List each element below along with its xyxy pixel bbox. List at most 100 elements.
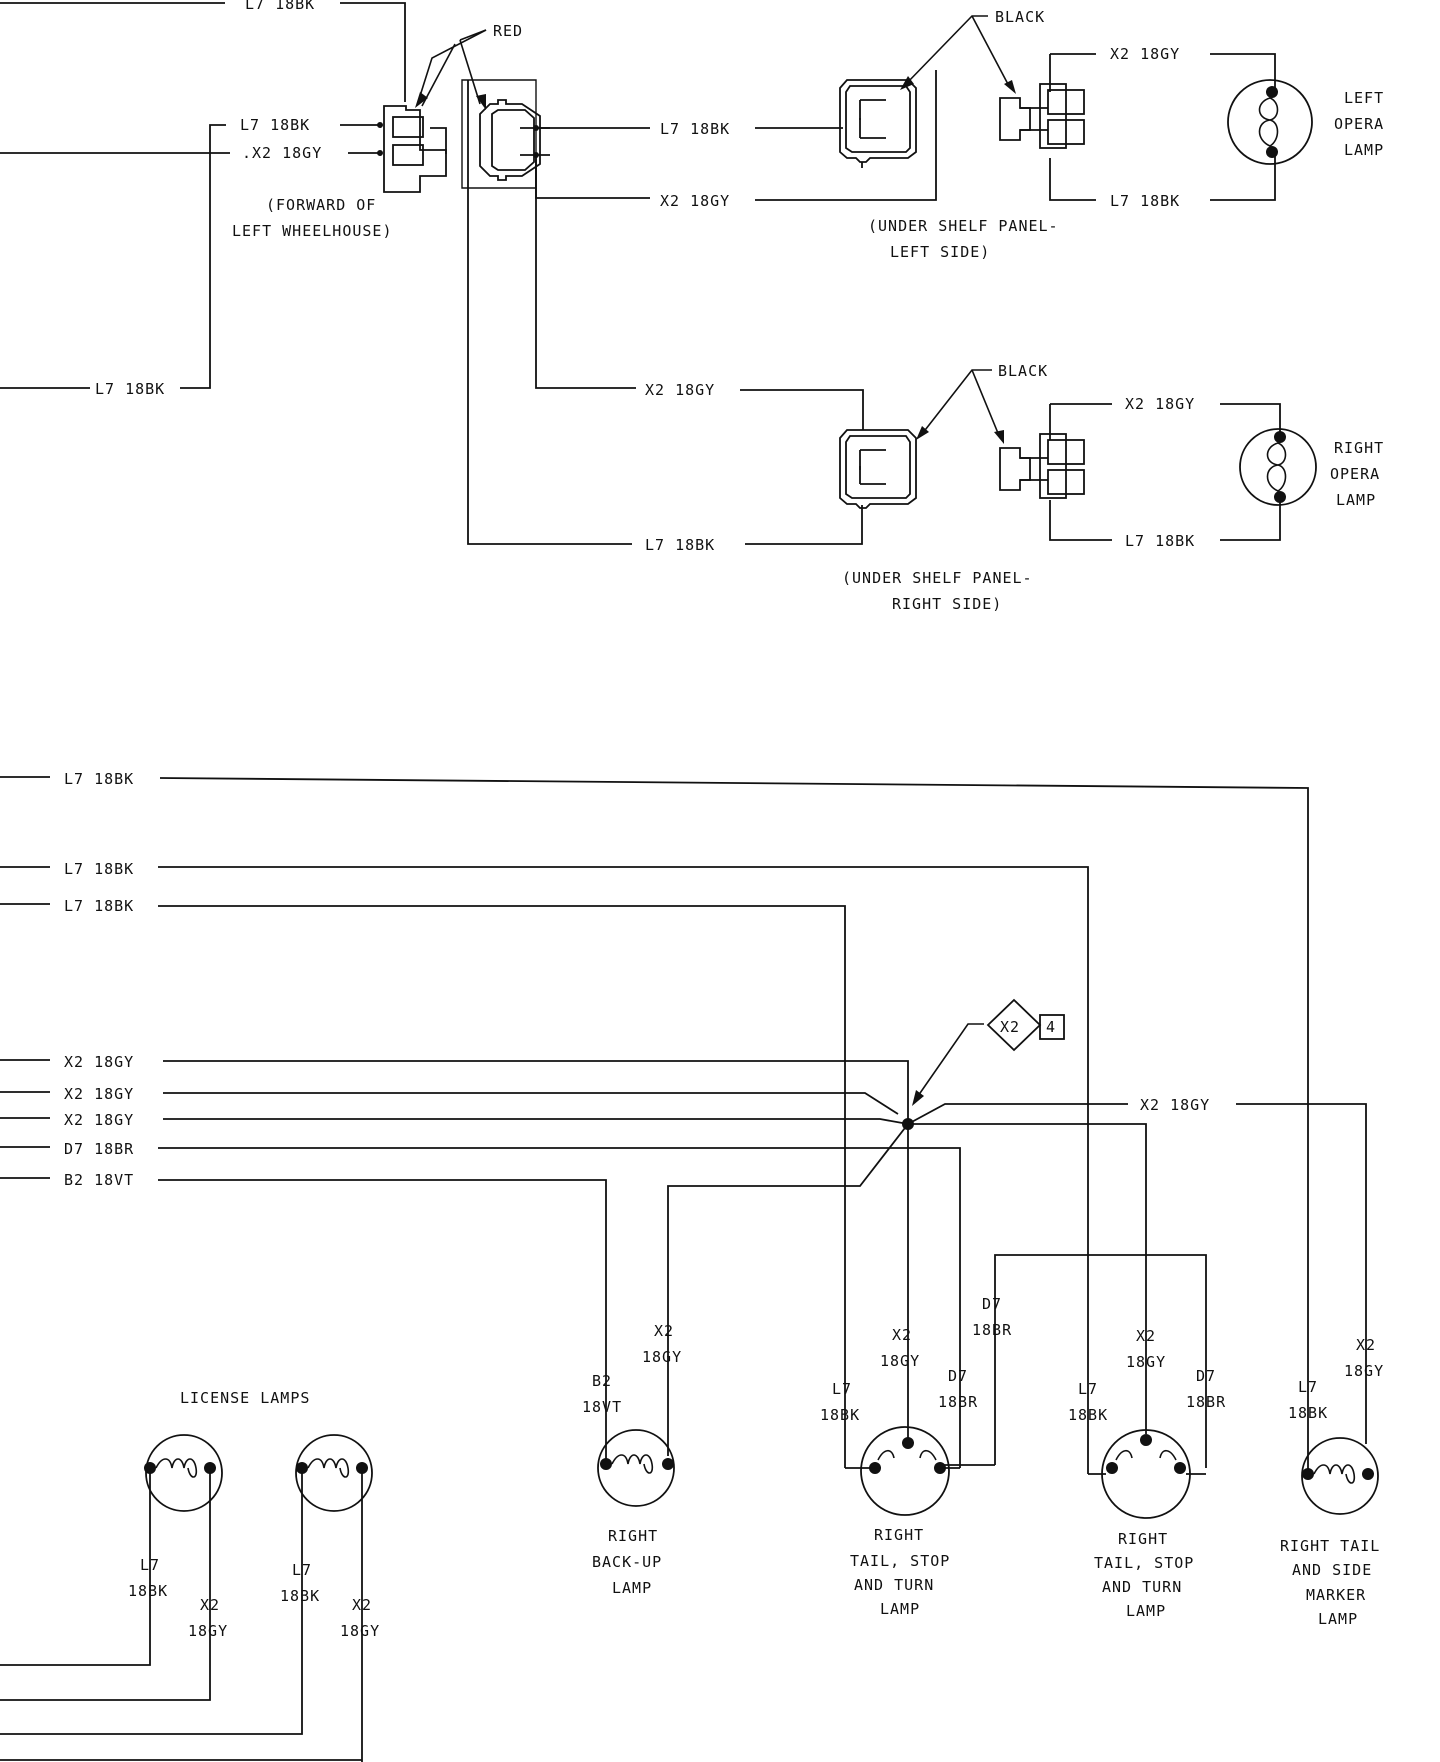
wire-red-l7-lower-cont	[745, 505, 863, 545]
label-red: RED	[493, 22, 523, 40]
right-tail-stop-turn-lamp-2: L7 18BK X2 18GY D7 18BR RIGHT TAIL, STOP…	[1068, 1327, 1226, 1620]
label-bus-l7-1: L7 18BK	[64, 770, 134, 788]
caption-right-lamp-2: OPERA	[1330, 465, 1380, 483]
label-bus-l7-2: L7 18BK	[64, 860, 134, 878]
wire-label: L7 18BK	[245, 0, 315, 13]
m-x2-a: X2	[1356, 1336, 1376, 1354]
bus-b2	[158, 1179, 607, 1460]
lic1-x2-b: 18GY	[188, 1622, 228, 1640]
bus-l7-1	[159, 777, 1309, 1474]
m-l7-b: 18BK	[1288, 1404, 1328, 1422]
label-red-l7-lower: L7 18BK	[645, 536, 715, 554]
caption-left-lamp-2: OPERA	[1334, 115, 1384, 133]
t2-x2-b: 18GY	[1126, 1353, 1166, 1371]
t2-l7-a: L7	[1078, 1380, 1098, 1398]
label-splice-out-x2: X2 18GY	[1140, 1096, 1210, 1114]
label-bus-b2: B2 18VT	[64, 1171, 134, 1189]
right-opera-lamp: RIGHT OPERA LAMP	[1239, 428, 1384, 509]
wire-d7-top	[994, 1254, 1207, 1468]
t2-d7-a: D7	[1196, 1367, 1216, 1385]
bus-x2-1	[163, 1060, 909, 1124]
label-bus-x2-2: X2 18GY	[64, 1085, 134, 1103]
bus-x2-3	[163, 1118, 909, 1125]
splice-x2: X2 4 X2 18GY	[667, 998, 1367, 1456]
lic1-x2-a: X2	[200, 1596, 220, 1614]
black-callout-2: BLACK	[916, 362, 1048, 444]
t1-d7-a: D7	[948, 1367, 968, 1385]
wire-left-l7-lamp	[1210, 152, 1276, 201]
label-lwh-x2: .X2 18GY	[242, 144, 322, 162]
label-right-x2: X2 18GY	[1125, 395, 1195, 413]
label-red-l7: L7 18BK	[660, 120, 730, 138]
label-black-2: BLACK	[998, 362, 1048, 380]
caption-left-lamp-3: LAMP	[1344, 141, 1384, 159]
red-callout: RED	[415, 22, 523, 110]
t1-cap-2: TAIL, STOP	[850, 1552, 950, 1570]
wire-left-x2-lamp	[1210, 53, 1276, 92]
t1-cap-1: RIGHT	[874, 1526, 924, 1544]
m-cap-3: MARKER	[1306, 1586, 1366, 1604]
wire-red-x2-cont	[755, 70, 937, 201]
t1-x2-b: 18GY	[880, 1352, 920, 1370]
m-cap-4: LAMP	[1318, 1610, 1358, 1628]
t1-l7-a: L7	[832, 1380, 852, 1398]
label-red-x2-lower: X2 18GY	[645, 381, 715, 399]
label-black-1: BLACK	[995, 8, 1045, 26]
caption-left-shelf-1: (UNDER SHELF PANEL-	[868, 217, 1059, 235]
t1-l7-b: 18BK	[820, 1406, 860, 1424]
m-cap-1: RIGHT TAIL	[1280, 1537, 1380, 1555]
t2-l7-b: 18BK	[1068, 1406, 1108, 1424]
bus-x2-2	[163, 1092, 899, 1115]
wire-red-x2-lower	[535, 155, 636, 389]
wire-top-l7: L7 18BK	[0, 0, 406, 102]
label-bus-x2-3: X2 18GY	[64, 1111, 134, 1129]
wire-right-x2-lamp	[1220, 403, 1281, 434]
label-d7-top-b: 18BR	[972, 1321, 1012, 1339]
wire-lwh-l7-run	[180, 124, 226, 389]
splice-number: 4	[1046, 1018, 1056, 1036]
bus-l7-3	[158, 905, 846, 1468]
lic2-l7-a: L7	[292, 1561, 312, 1579]
bus-d7	[158, 1147, 961, 1468]
label-bus-d7: D7 18BR	[64, 1140, 134, 1158]
caption-right-shelf-2: RIGHT SIDE)	[892, 595, 1002, 613]
connector-left-shelf-male	[839, 79, 917, 168]
t2-cap-2: TAIL, STOP	[1094, 1554, 1194, 1572]
caption-right-shelf-1: (UNDER SHELF PANEL-	[842, 569, 1033, 587]
license-lamps-title: LICENSE LAMPS	[180, 1389, 310, 1407]
splice-code: X2	[1000, 1018, 1020, 1036]
t1-cap-4: LAMP	[880, 1600, 920, 1618]
caption-right-lamp-1: RIGHT	[1334, 439, 1384, 457]
bu-cap-3: LAMP	[612, 1579, 652, 1597]
left-opera-lamp: LEFT OPERA LAMP	[1227, 79, 1384, 165]
label-left-l7: L7 18BK	[1110, 192, 1180, 210]
wire-red-l7-lower	[467, 80, 632, 545]
wire-left-l7	[1049, 158, 1096, 201]
m-cap-2: AND SIDE	[1292, 1561, 1372, 1579]
bu-cap-1: RIGHT	[608, 1527, 658, 1545]
lic2-l7-b: 18BK	[280, 1587, 320, 1605]
t2-d7-b: 18BR	[1186, 1393, 1226, 1411]
bu-x2-b: 18GY	[642, 1348, 682, 1366]
wire-right-l7	[1049, 500, 1112, 541]
bu-x2-a: X2	[654, 1322, 674, 1340]
wire-red-x2-out	[535, 160, 650, 199]
label-bus-x2-1: X2 18GY	[64, 1053, 134, 1071]
label-mid-l7-left: L7 18BK	[95, 380, 165, 398]
t2-cap-1: RIGHT	[1118, 1530, 1168, 1548]
caption-right-lamp-3: LAMP	[1336, 491, 1376, 509]
m-l7-a: L7	[1298, 1378, 1318, 1396]
t1-cap-3: AND TURN	[854, 1576, 934, 1594]
label-bus-l7-3: L7 18BK	[64, 897, 134, 915]
t2-x2-a: X2	[1136, 1327, 1156, 1345]
bu-b2-b: 18VT	[582, 1398, 622, 1416]
lic2-x2-a: X2	[352, 1596, 372, 1614]
bu-cap-2: BACK-UP	[592, 1553, 662, 1571]
right-tail-side-marker-lamp: L7 18BK X2 18GY RIGHT TAIL AND SIDE MARK…	[1280, 1336, 1384, 1628]
m-x2-b: 18GY	[1344, 1362, 1384, 1380]
wire-red-x2-lower-cont	[740, 389, 864, 430]
label-d7-top-a: D7	[982, 1295, 1002, 1313]
t1-d7-b: 18BR	[938, 1393, 978, 1411]
caption-left-shelf-2: LEFT SIDE)	[890, 243, 990, 261]
